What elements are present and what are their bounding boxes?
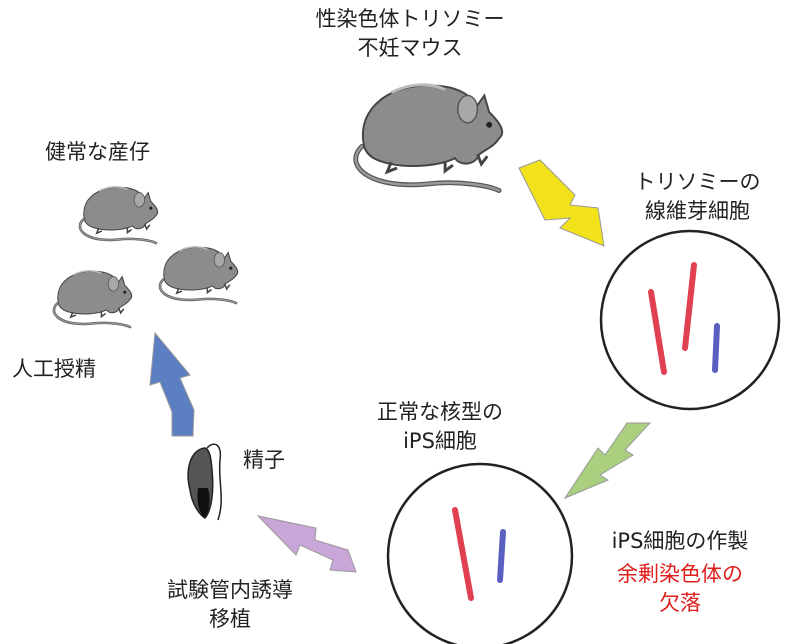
chromosome-red xyxy=(452,507,474,601)
label-line: 移植 xyxy=(209,607,251,631)
ips-cell xyxy=(386,462,574,644)
normal-ips-label: 正常な核型の iPS細胞 xyxy=(345,398,535,456)
label-line: 余剰染色体の xyxy=(617,562,743,586)
artificial-insemination-label: 人工授精 xyxy=(12,357,96,381)
chromosome-blue xyxy=(712,323,720,373)
label-line: 線維芽細胞 xyxy=(645,199,750,223)
label-line: 試験管内誘導 xyxy=(167,578,293,602)
in-vitro-label: 試験管内誘導 移植 xyxy=(150,576,310,634)
chromosome-red xyxy=(682,262,697,351)
label-line: トリソミーの xyxy=(634,170,761,194)
label-line: 正常な核型の xyxy=(377,400,503,424)
green-arrow-icon xyxy=(563,422,652,500)
yellow-arrow-icon xyxy=(518,159,605,247)
infertile-mouse-label: 性染色体トリソミー 不妊マウス xyxy=(300,5,520,63)
extra-chromosome-loss-label: 余剰染色体の 欠落 xyxy=(585,560,775,618)
chromosome-blue xyxy=(497,529,506,583)
offspring-mouse-icon xyxy=(52,269,133,329)
offspring-mouse-icon xyxy=(158,245,239,305)
chromosome-red xyxy=(648,289,667,375)
trisomy-fibroblast-label: トリソミーの 線維芽細胞 xyxy=(610,168,785,226)
offspring-mouse-icon xyxy=(78,185,159,245)
blue-arrow-icon xyxy=(149,331,195,437)
sperm-icon xyxy=(187,443,222,521)
label-line: 欠落 xyxy=(659,591,701,615)
infertile-mouse-icon xyxy=(356,85,502,191)
label-line: 性染色体トリソミー xyxy=(315,7,505,31)
sperm-label: 精子 xyxy=(243,448,285,472)
purple-arrow-icon xyxy=(256,515,357,573)
healthy-offspring-label: 健常な産仔 xyxy=(45,140,150,164)
ips-creation-label: iPS細胞の作製 xyxy=(611,529,749,553)
label-line: 不妊マウス xyxy=(357,36,463,60)
label-line: iPS細胞 xyxy=(403,429,477,453)
